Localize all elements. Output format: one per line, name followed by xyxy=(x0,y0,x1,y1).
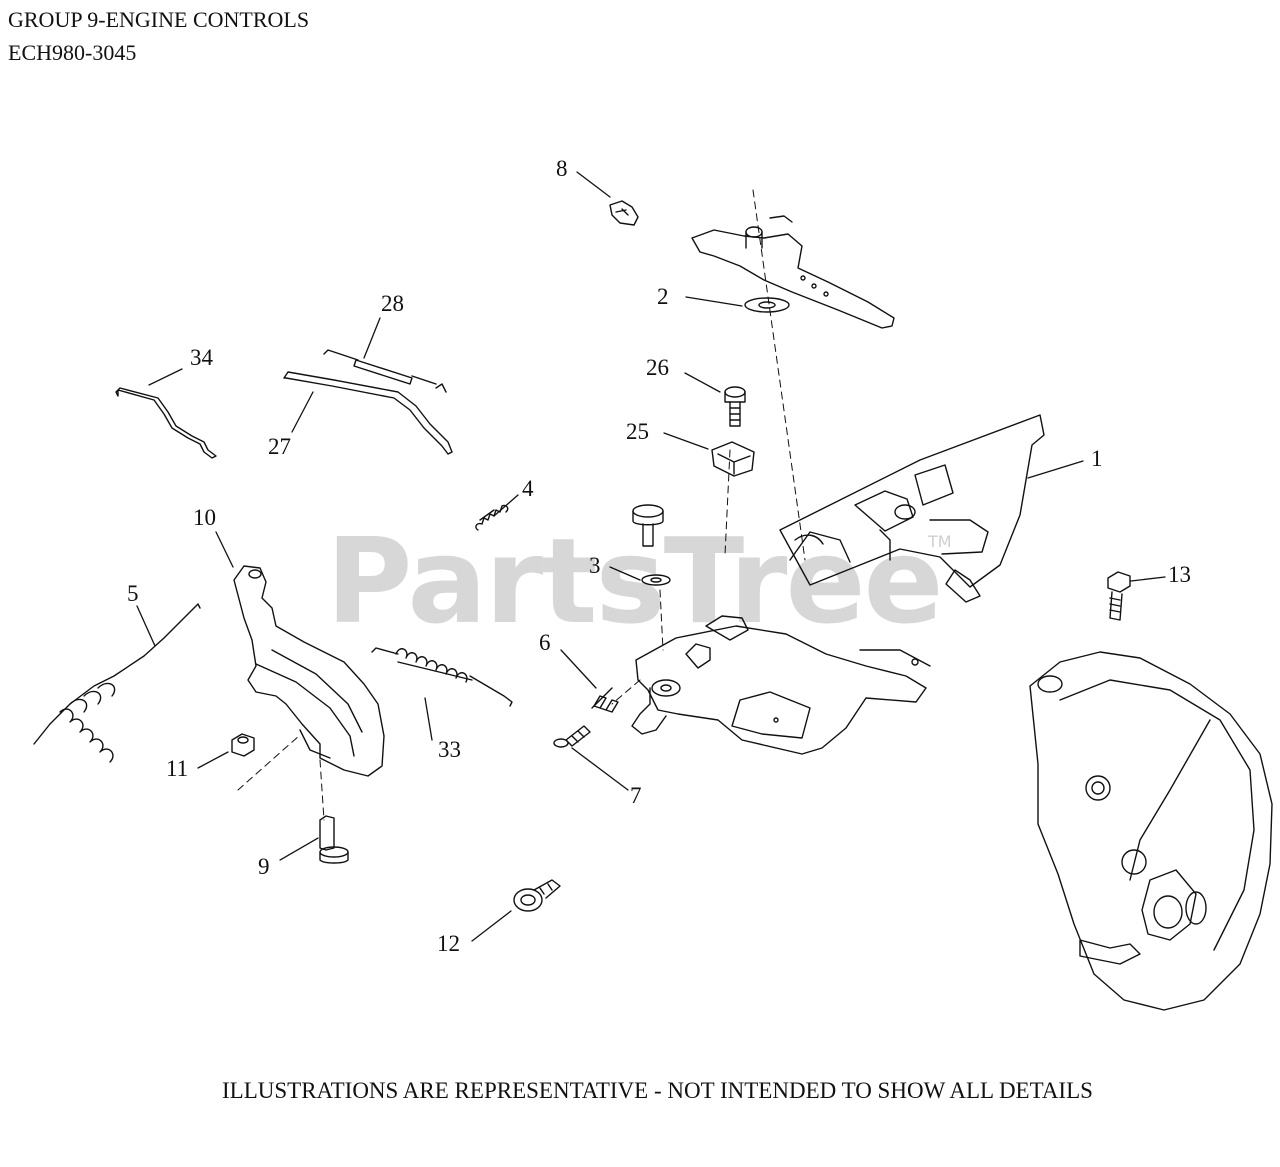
callout-2: 2 xyxy=(657,284,669,309)
callout-8: 8 xyxy=(556,156,568,181)
part-3-shoulder-bolt xyxy=(633,505,670,585)
alignment-lines xyxy=(237,189,806,821)
callout-1: 1 xyxy=(1091,446,1103,471)
callout-4: 4 xyxy=(522,476,534,501)
callout-13: 13 xyxy=(1168,562,1191,587)
callout-33: 33 xyxy=(438,737,461,762)
part-6-spring xyxy=(592,688,618,712)
leader-lines xyxy=(136,171,1166,942)
part-9-pin xyxy=(320,816,348,863)
part-25-clip-nut xyxy=(712,442,754,476)
callout-7: 7 xyxy=(630,783,642,808)
part-27-link-rod xyxy=(284,372,452,454)
callout-12: 12 xyxy=(437,931,460,956)
part-11-hex-nut xyxy=(232,734,254,756)
callout-10: 10 xyxy=(193,505,216,530)
watermark: PartsTree xyxy=(326,512,944,650)
watermark-trademark: TM xyxy=(928,532,952,551)
disclaimer-footer: ILLUSTRATIONS ARE REPRESENTATIVE - NOT I… xyxy=(222,1078,1093,1103)
part-34-link-rod xyxy=(116,388,216,458)
part-12-cable-clamp xyxy=(514,880,560,911)
part-4-spring xyxy=(476,505,508,530)
base-plate-assembly xyxy=(632,616,930,754)
part-13-bolt xyxy=(1108,572,1130,620)
part-1-control-bracket xyxy=(780,415,1044,602)
part-7-screw xyxy=(554,726,590,747)
callout-34: 34 xyxy=(190,345,213,370)
callout-28: 28 xyxy=(381,291,404,316)
part-2-throttle-plate xyxy=(692,216,894,328)
engine-cover-shroud xyxy=(1030,652,1272,1010)
callout-5: 5 xyxy=(127,581,139,606)
callout-6: 6 xyxy=(539,630,551,655)
part-26-bolt xyxy=(725,387,745,426)
part-33-extension-spring xyxy=(372,648,512,706)
callout-9: 9 xyxy=(258,854,270,879)
callout-27: 27 xyxy=(268,434,291,459)
part-28-spring xyxy=(324,350,446,392)
part-5-extension-spring xyxy=(34,604,200,762)
part-8-cable-clip xyxy=(610,201,638,225)
model-number: ECH980-3045 xyxy=(8,40,137,65)
part-10-control-lever xyxy=(234,566,384,776)
page-title: GROUP 9-ENGINE CONTROLS xyxy=(8,7,310,32)
callout-3: 3 xyxy=(589,553,601,578)
callout-26: 26 xyxy=(646,355,669,380)
callout-11: 11 xyxy=(166,756,189,781)
callout-25: 25 xyxy=(626,419,649,444)
